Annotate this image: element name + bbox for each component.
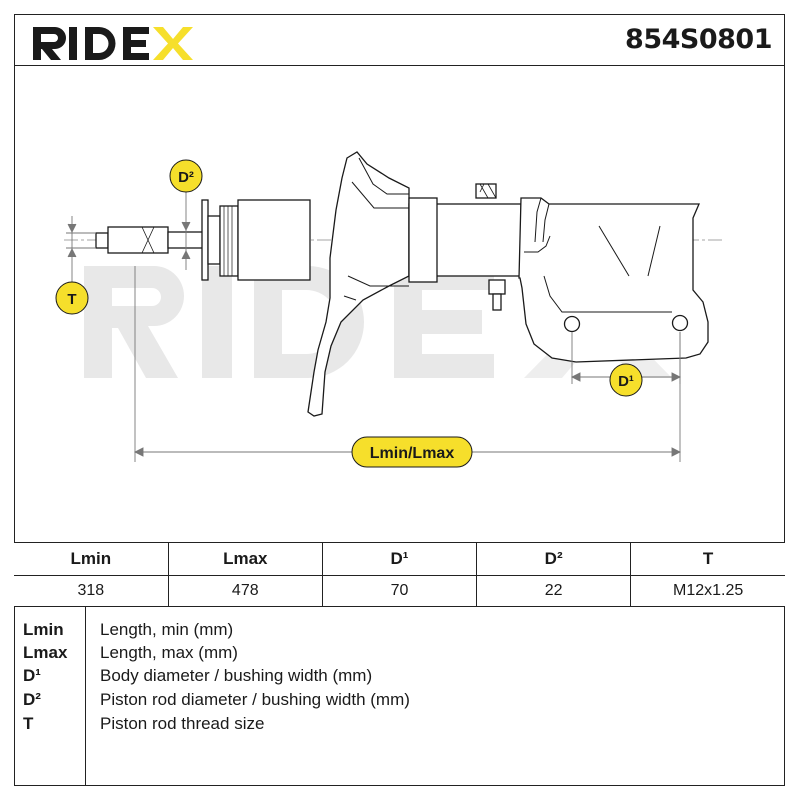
- spec-header-row: Lmin Lmax D¹ D² T: [14, 542, 785, 576]
- col-header-d2: D²: [476, 542, 632, 576]
- top-washer: [201, 199, 209, 281]
- legend-item: Lmax Length, max (mm): [15, 643, 775, 667]
- legend-key: Lmax: [23, 643, 68, 662]
- legend-desc: Piston rod thread size: [100, 714, 265, 733]
- col-header-d1: D¹: [321, 542, 478, 576]
- col-header-lmax: Lmax: [167, 542, 323, 576]
- spring-seat: [307, 151, 410, 417]
- col-header-t: T: [630, 542, 785, 576]
- legend-desc: Body diameter / bushing width (mm): [100, 666, 373, 685]
- d2-badge: D²: [169, 159, 203, 193]
- shock-absorber-drawing: D² T D¹ Lmin/Lmax: [55, 151, 724, 468]
- value-lmax: 478: [167, 575, 323, 607]
- value-t: M12x1.25: [630, 575, 785, 607]
- legend-key: T: [23, 714, 34, 733]
- t-badge: T: [55, 281, 89, 315]
- legend-key: D²: [23, 690, 41, 709]
- header-bar: 854S0801: [14, 14, 785, 66]
- legend-desc: Length, min (mm): [100, 620, 234, 639]
- col-header-lmin: Lmin: [14, 542, 169, 576]
- value-d1: 70: [321, 575, 478, 607]
- legend-item: Lmin Length, min (mm): [15, 620, 775, 644]
- rod-thread: [95, 232, 109, 249]
- piston-rod: [107, 226, 169, 254]
- legend-divider: [85, 606, 86, 786]
- svg-text:D²: D²: [178, 169, 194, 186]
- ridex-logo: [33, 27, 193, 60]
- mount-hole-1: [563, 315, 581, 333]
- part-number: 854S0801: [625, 24, 772, 55]
- svg-text:D¹: D¹: [618, 373, 634, 390]
- mount-hole-2: [671, 314, 689, 332]
- d1-badge: D¹: [609, 363, 643, 397]
- legend-key: D¹: [23, 666, 41, 685]
- spec-value-row: 318 478 70 22 M12x1.25: [14, 575, 785, 607]
- upper-tube: [237, 199, 311, 281]
- spec-table: Lmin Lmax D¹ D² T 318 478 70 22 M12x1.25: [14, 542, 785, 607]
- strut-outline: [95, 151, 709, 417]
- drawing-frame: [14, 66, 785, 543]
- length-badge: Lmin/Lmax: [351, 436, 473, 468]
- svg-text:Lmin/Lmax: Lmin/Lmax: [370, 445, 455, 462]
- top-bolt: [475, 183, 497, 199]
- svg-text:T: T: [67, 291, 76, 308]
- value-d2: 22: [476, 575, 632, 607]
- value-lmin: 318: [14, 575, 169, 607]
- legend-box: Lmin Length, min (mm) Lmax Length, max (…: [14, 606, 785, 786]
- legend-item: D² Piston rod diameter / bushing width (…: [15, 690, 775, 714]
- legend-item: D¹ Body diameter / bushing width (mm): [15, 666, 775, 690]
- legend-desc: Length, max (mm): [100, 643, 238, 662]
- d2-dimension: [181, 192, 191, 270]
- lower-bolt: [488, 279, 506, 295]
- legend-item: T Piston rod thread size: [15, 714, 775, 738]
- legend-desc: Piston rod diameter / bushing width (mm): [100, 690, 410, 709]
- dust-boot: [219, 205, 239, 277]
- legend-key: Lmin: [23, 620, 64, 639]
